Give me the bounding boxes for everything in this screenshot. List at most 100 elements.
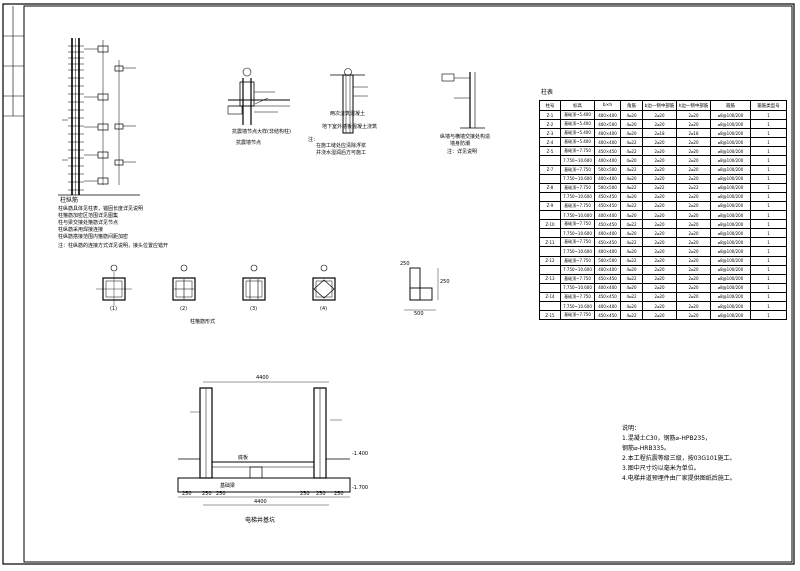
table-cell: Z-9	[539, 200, 561, 212]
table-cell: 1	[750, 219, 787, 230]
table-cell: 1	[750, 191, 787, 202]
table-cell: 1	[750, 264, 787, 275]
table-cell: 400×500	[594, 119, 621, 130]
table-cell: 450×450	[594, 273, 621, 284]
note-2: 2.本工程抗震等级三级，按03G101施工。	[622, 455, 736, 462]
pit-dim-b6: 250	[334, 491, 344, 497]
table-cell: ⌀8@100/200	[710, 128, 751, 139]
corner-detail-drawing	[404, 267, 439, 311]
pit-dim-b4: 250	[300, 491, 310, 497]
corner-dim-2: 250	[440, 279, 450, 285]
table-cell	[539, 228, 561, 239]
table-cell: 500×500	[594, 182, 621, 193]
table-cell: 1	[750, 237, 787, 248]
pit-dim-b5: 250	[316, 491, 326, 497]
detail-1-subtitle: 抗震墙节点	[236, 140, 262, 146]
table-cell: 450×450	[594, 146, 621, 157]
column-note-3: 柱与梁交接处箍筋详见节点	[58, 220, 119, 226]
table-cell: 基础顶~5.400	[560, 137, 595, 148]
general-notes: 说明： 1.混凝土C30，钢筋⌀-HPB235， 钢筋⌀-HRB335。 2.本…	[622, 424, 736, 484]
pit-note-mid: 底板	[238, 455, 249, 461]
table-cell: 4⌀22	[620, 137, 643, 148]
table-cell: ⌀8@100/200	[710, 291, 751, 302]
table-cell: 1	[750, 173, 787, 184]
table-cell: Z-7	[539, 164, 561, 175]
table-cell: 基础顶~7.750	[560, 310, 595, 321]
table-cell: 2⌀20	[676, 300, 711, 312]
table-cell: 1	[750, 119, 787, 130]
detail-2-note-3: 并浇水湿润后方可施工	[316, 150, 367, 156]
table-cell: 2⌀20	[676, 273, 711, 284]
column-note-5: 柱纵筋搭接范围内箍筋间距加密	[58, 234, 129, 240]
table-cell: 450×450	[594, 237, 621, 248]
table-cell: 2⌀20	[676, 173, 711, 184]
table-cell: 500×500	[594, 164, 621, 175]
table-cell: 2⌀20	[642, 310, 677, 321]
table-cell: 2⌀20	[642, 264, 677, 275]
table-cell: 4⌀22	[620, 291, 643, 302]
table-cell: 1	[750, 228, 787, 239]
table-cell: 1	[750, 282, 787, 293]
table-cell: 7.750~10.600	[560, 300, 595, 312]
table-cell: 1	[750, 146, 787, 157]
table-cell: 2⌀20	[642, 255, 677, 266]
table-cell: 2⌀22	[642, 182, 677, 193]
table-header-row: 柱号 标高 b×h 角筋 b边一侧中部筋 h边一侧中部筋 箍筋 箍筋类型号	[539, 100, 787, 111]
table-cell: ⌀8@100/200	[710, 282, 751, 293]
table-cell: 500×500	[594, 255, 621, 266]
table-cell: ⌀8@100/200	[710, 255, 751, 266]
table-cell: 7.750~10.600	[560, 155, 595, 166]
table-cell: 基础顶~5.400	[560, 119, 595, 130]
table-cell: 基础顶~5.400	[560, 109, 595, 121]
table-cell: 1	[750, 255, 787, 266]
table-cell: 400×400	[594, 246, 621, 257]
table-cell: 2⌀20	[676, 109, 711, 121]
table-cell: 7.750~10.600	[560, 264, 595, 275]
table-cell: 1	[750, 164, 787, 175]
table-cell: 基础顶~7.750	[560, 182, 595, 193]
table-cell: 4⌀22	[620, 200, 643, 212]
header-stirrup: 箍筋	[710, 100, 751, 111]
table-cell: 450×450	[594, 191, 621, 202]
table-cell: 2⌀18	[642, 128, 677, 139]
table-cell: 基础顶~7.750	[560, 273, 595, 284]
table-cell: Z-14	[539, 291, 561, 302]
table-cell: ⌀8@100/200	[710, 173, 751, 184]
notes-title: 说明：	[622, 425, 641, 432]
table-cell: 450×450	[594, 291, 621, 302]
table-cell: 4⌀20	[620, 191, 643, 202]
table-cell: 4⌀20	[620, 109, 643, 121]
detail-1-title: 抗震墙节点大样(非结构柱)	[232, 129, 291, 135]
table-cell: Z-15	[539, 310, 561, 321]
note-4: 4.电梯井道预埋件由厂家提供图纸后施工。	[622, 475, 736, 482]
column-schedule-table: 柱号 标高 b×h 角筋 b边一侧中部筋 h边一侧中部筋 箍筋 箍筋类型号 Z-…	[539, 100, 787, 321]
header-b-side-bar: b边一侧中部筋	[642, 100, 677, 111]
table-cell: 2⌀20	[676, 191, 711, 202]
detail-3-subtitle: 墙身防潮	[450, 141, 471, 147]
table-cell: ⌀8@100/200	[710, 109, 751, 121]
detail-1-drawing	[227, 67, 290, 125]
table-cell: Z-3	[539, 128, 561, 139]
detail-2-title: 两次浇筑混凝土	[330, 111, 366, 117]
header-corner-bar: 角筋	[620, 100, 643, 111]
table-cell: 2⌀20	[642, 137, 677, 148]
table-cell: 1	[750, 273, 787, 284]
column-section-title: 柱纵筋	[60, 197, 79, 204]
table-cell: 2⌀20	[642, 173, 677, 184]
column-note-4: 柱纵筋采用焊接连接	[58, 227, 104, 233]
table-cell: 450×450	[594, 310, 621, 321]
table-cell: 7.750~10.600	[560, 210, 595, 221]
table-cell: 400×400	[594, 282, 621, 293]
table-cell: 4⌀22	[620, 164, 643, 175]
